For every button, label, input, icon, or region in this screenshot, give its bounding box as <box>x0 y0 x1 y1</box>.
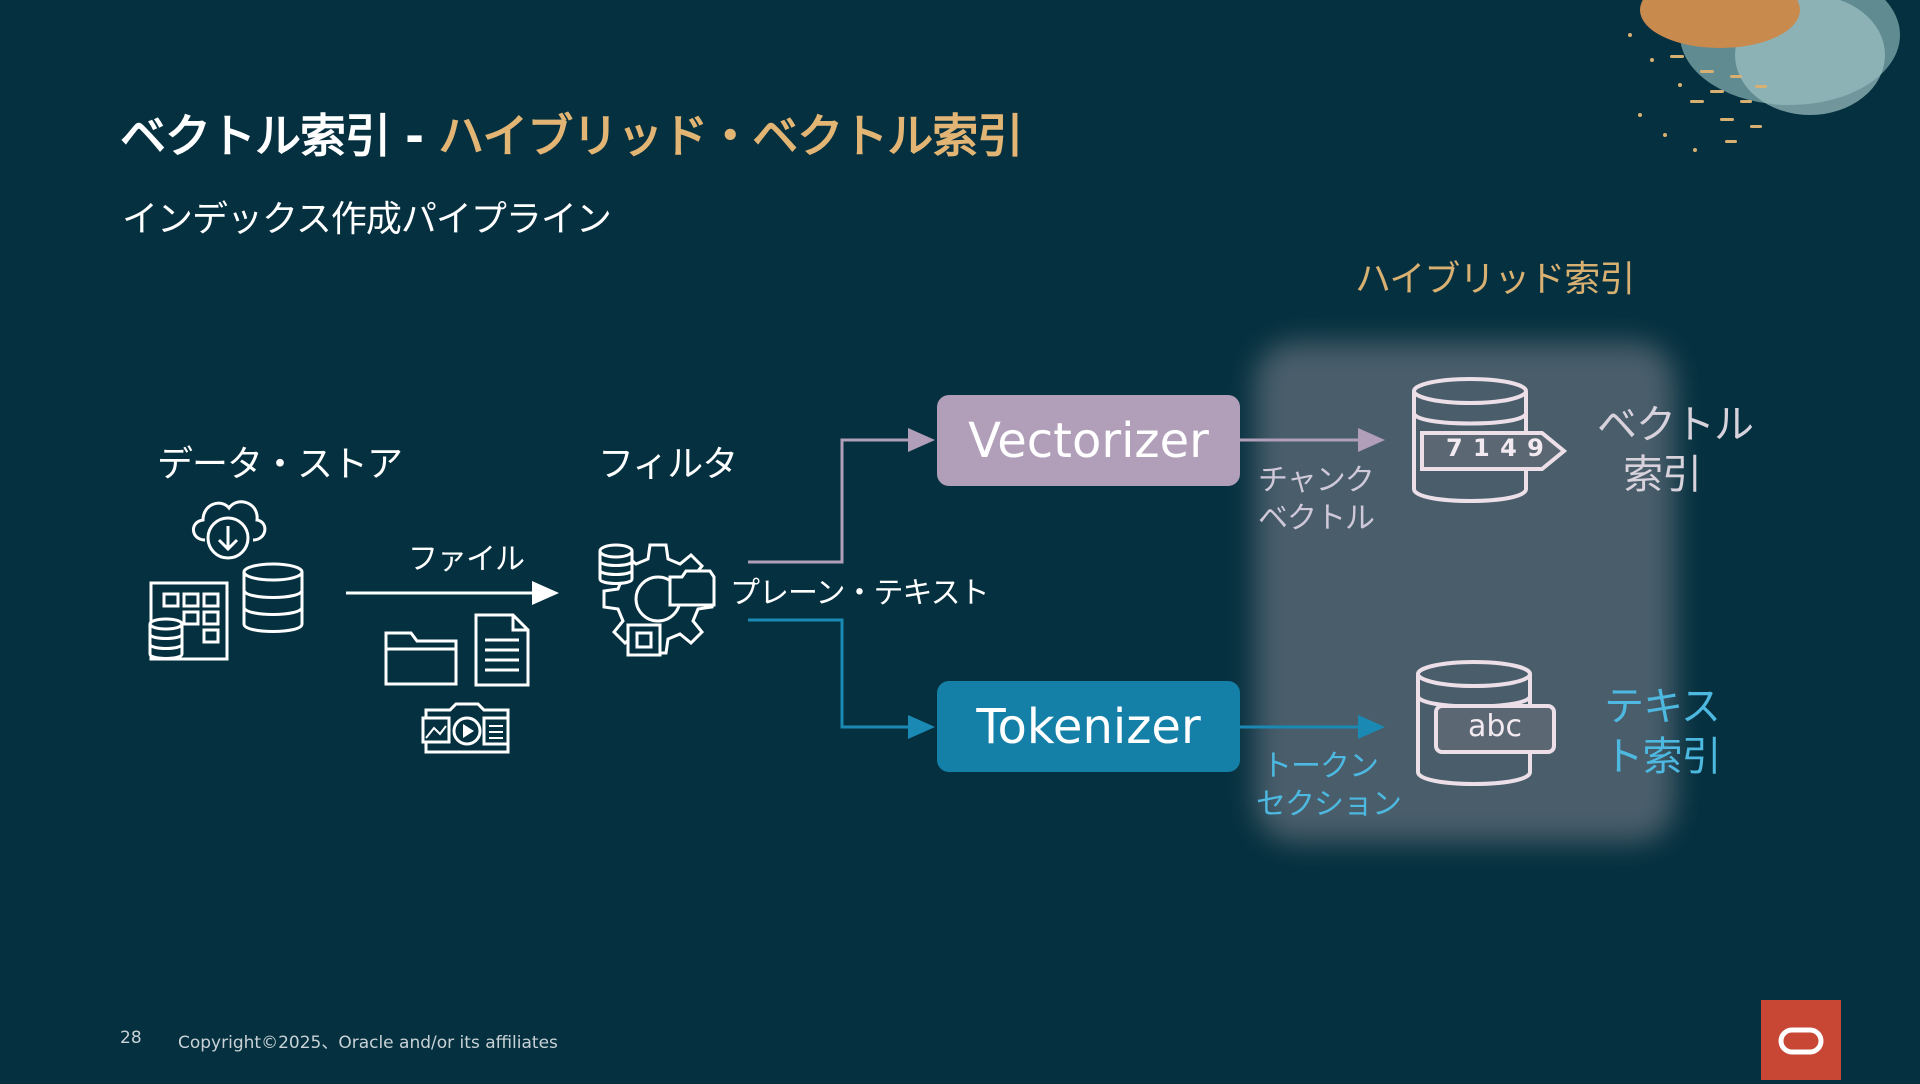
token-section-line1: トークン <box>1262 749 1379 784</box>
chunk-vector-label: チャンク ベクトル <box>1258 462 1375 538</box>
plaintext-label: プレーン・テキスト <box>730 576 990 611</box>
token-section-label: トークン セクション <box>1256 748 1402 824</box>
oracle-logo-icon <box>1778 1027 1824 1055</box>
hybrid-index-label: ハイブリッド索引 <box>1355 259 1635 300</box>
document-icon <box>474 613 530 687</box>
datastore-label: データ・ストア <box>157 444 403 485</box>
vector-index-label: ベクトル 索引 <box>1597 400 1754 500</box>
gear-filter-icon <box>598 543 716 657</box>
to-tokenizer-arrow <box>748 618 935 739</box>
cloud-download-icon <box>192 500 267 560</box>
text-db-tag: abc <box>1468 709 1522 744</box>
tokenizer-box: Tokenizer <box>937 681 1240 772</box>
media-icon <box>421 702 510 754</box>
page-subtitle: インデックス作成パイプライン <box>122 199 612 240</box>
file-label: ファイル <box>408 542 525 577</box>
token-section-line2: セクション <box>1256 787 1402 822</box>
text-index-label: テキス ト索引 <box>1597 682 1727 782</box>
title-main: ベクトル索引 - <box>120 109 439 163</box>
copyright-text: Copyright©2025、Oracle and/or its affilia… <box>178 1033 558 1053</box>
text-index-line1: テキス <box>1604 684 1721 730</box>
title-accent: ハイブリッド・ベクトル索引 <box>438 109 1023 163</box>
vectorizer-box: Vectorizer <box>937 395 1240 486</box>
vector-index-line2: 索引 <box>1623 452 1702 498</box>
to-vectorizer-arrow <box>748 428 935 564</box>
folder-icon <box>384 631 458 686</box>
decorative-watercolor <box>1628 0 1900 152</box>
grid-database-icon <box>148 581 229 661</box>
filter-label: フィルタ <box>598 444 738 485</box>
vector-db-tag: 7 1 4 9 <box>1446 434 1545 462</box>
vector-index-line1: ベクトル <box>1597 402 1754 448</box>
chunk-vector-line1: チャンク <box>1258 463 1375 498</box>
vector-database-icon <box>1412 377 1568 503</box>
text-database-icon <box>1416 660 1556 786</box>
chunk-vector-line2: ベクトル <box>1258 501 1375 536</box>
oracle-logo <box>1761 1000 1841 1080</box>
page-title: ベクトル索引 - ハイブリッド・ベクトル索引 <box>120 100 1023 166</box>
text-index-line2: ト索引 <box>1603 734 1722 780</box>
page-number: 28 <box>120 1028 142 1048</box>
database-icon <box>242 562 304 633</box>
